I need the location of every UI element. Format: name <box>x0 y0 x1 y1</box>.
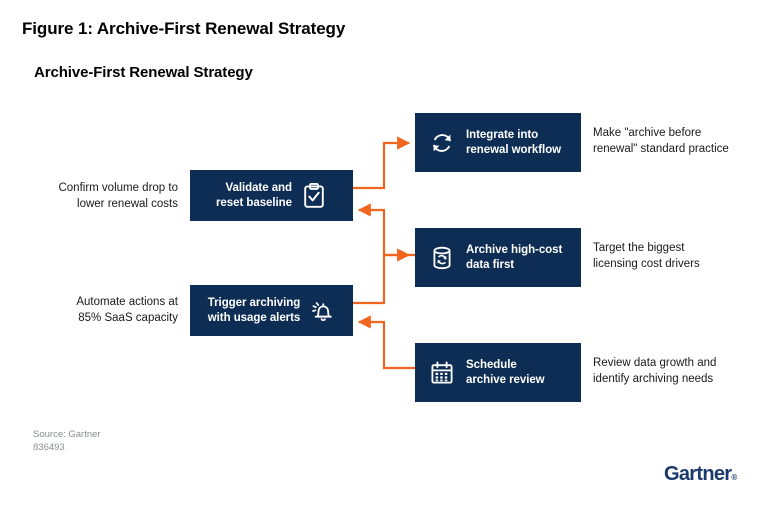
action-outcome-schedule-archive-review: Review data growth and identify archivin… <box>593 357 717 385</box>
connector-archive-to-validate <box>357 203 415 257</box>
action-outcome-integrate-renewal-workflow: Make "archive before renewal" standard p… <box>593 127 729 155</box>
action-box-archive-high-cost-data[interactable]: Archive high-cost data first <box>415 228 581 287</box>
calendar-icon <box>429 359 455 387</box>
action-label-archive-high-cost-data: Archive high-cost data first <box>466 244 563 271</box>
figure-title: Figure 1: Archive-First Renewal Strategy <box>22 19 346 38</box>
gartner-logo-text: Gartner <box>664 463 732 485</box>
chart-title: Archive-First Renewal Strategy <box>34 64 253 81</box>
driver-caption-trigger-archiving: Automate actions at 85% SaaS capacity <box>76 296 178 324</box>
source-note: Source: Gartner 836493 <box>33 429 101 453</box>
clipboard-check-icon <box>301 182 327 210</box>
connector-schedule-to-trigger <box>357 315 415 370</box>
action-outcome-archive-high-cost-data: Target the biggest licensing cost driver… <box>593 242 700 270</box>
sync-refresh-icon <box>429 129 455 157</box>
action-box-integrate-renewal-workflow[interactable]: Integrate into renewal workflow <box>415 113 581 172</box>
driver-caption-validate-reset-baseline: Confirm volume drop to lower renewal cos… <box>58 182 178 210</box>
driver-box-trigger-archiving[interactable]: Trigger archiving with usage alerts <box>190 285 353 336</box>
registered-trademark-icon: ® <box>731 473 738 482</box>
connector-validate-to-integrate <box>353 136 411 190</box>
action-label-schedule-archive-review: Schedule archive review <box>466 359 545 386</box>
database-recycle-icon <box>429 244 455 272</box>
action-box-schedule-archive-review[interactable]: Schedule archive review <box>415 343 581 402</box>
bell-alert-icon <box>309 297 335 325</box>
driver-box-validate-reset-baseline[interactable]: Validate and reset baseline <box>190 170 353 221</box>
driver-label-trigger-archiving: Trigger archiving with usage alerts <box>207 297 301 324</box>
connector-trigger-to-archive <box>353 248 411 305</box>
action-label-integrate-renewal-workflow: Integrate into renewal workflow <box>466 129 562 156</box>
driver-label-validate-reset-baseline: Validate and reset baseline <box>215 182 292 209</box>
gartner-logo: Gartner® <box>664 463 737 486</box>
